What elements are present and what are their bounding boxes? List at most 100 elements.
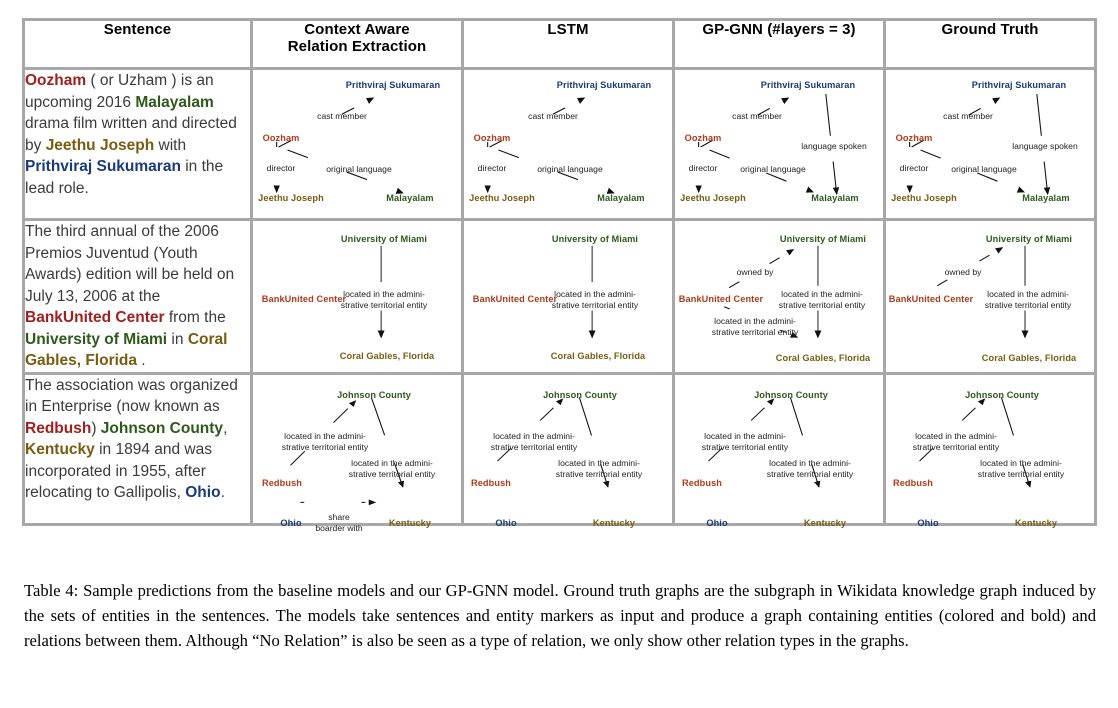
- edge-label-share-boarder-line2: boarder with: [315, 522, 363, 533]
- edge-original-language: [920, 149, 1026, 193]
- graph-cell-groundtruth-2: University of Miami BankUnited Center Co…: [883, 218, 1097, 375]
- node-redbush: Redbush: [261, 477, 303, 488]
- node-kentucky: Kentucky: [388, 517, 432, 528]
- edge-label-located-kentucky-line1: located in the admini-: [980, 457, 1062, 468]
- edge-located-in-redbush: [290, 399, 357, 466]
- sentence-cell: Oozham ( or Uzham ) is an upcoming 2016 …: [22, 67, 253, 221]
- edge-label-original-language: original language: [740, 163, 806, 174]
- sentence-span-green: University of Miami: [25, 330, 168, 348]
- sentence-span-plain: from the: [164, 309, 226, 326]
- node-coral-gables-florida: Coral Gables, Florida: [339, 351, 435, 361]
- graph-lstm-2: University of Miami BankUnited Center Co…: [464, 221, 672, 372]
- node-jeethu-joseph: Jeethu Joseph: [891, 193, 957, 203]
- edge-located-in-redbush: [497, 397, 564, 461]
- edge-label-owned-by: owned by: [944, 266, 982, 277]
- sentence-span-olive: Kentucky: [25, 441, 95, 458]
- column-header-sentence: Sentence: [22, 18, 253, 70]
- node-bankunited-center: BankUnited Center: [261, 294, 347, 304]
- edge-located-in-kentucky: [1000, 396, 1032, 488]
- node-university-of-miami: University of Miami: [985, 234, 1073, 244]
- node-ohio: Ohio: [917, 517, 939, 528]
- node-oozham: Oozham: [895, 133, 933, 143]
- edge-label-language-spoken: language spoken: [1012, 140, 1078, 151]
- node-oozham: Oozham: [473, 133, 511, 143]
- predictions-table: Sentence Context Aware Relation Extracti…: [22, 18, 1097, 532]
- edge-label-located-kentucky-line1: located in the admini-: [769, 457, 851, 468]
- node-bankunited-center: BankUnited Center: [472, 294, 558, 304]
- edge-label-located-redbush-line1: located in the admini-: [915, 430, 997, 441]
- graph-cell-gpgnn-3: Johnson County Redbush Ohio Kentucky loc…: [672, 371, 886, 528]
- edge-label-located-redbush-line1: located in the admini-: [284, 430, 366, 441]
- sentence-text-3: The association was organized in Enterpr…: [25, 375, 250, 504]
- edge-label-original-language: original language: [951, 163, 1017, 174]
- sentence-cell: The third annual of the 2006 Premios Juv…: [22, 218, 253, 375]
- node-prithviraj-sukumaran: Prithviraj Sukumaran: [971, 80, 1067, 90]
- sentence-span-plain: in: [167, 330, 188, 348]
- sentence-span-plain: ,: [223, 419, 228, 437]
- edge-label-located-in-line2: strative territorial entity: [551, 299, 639, 310]
- node-malayalam: Malayalam: [811, 193, 859, 203]
- graph-edges-svg: [695, 93, 840, 196]
- edge-label-cast-member: cast member: [732, 110, 782, 121]
- edge-label-share-boarder-line1: share: [328, 511, 350, 522]
- node-johnson-county: Johnson County: [337, 389, 411, 400]
- sentence-span-olive: Coral Gables: [25, 330, 228, 370]
- edge-located-in-redbush: [919, 397, 986, 461]
- graph-edges-svg: [724, 245, 822, 339]
- sentence-span-olive: ,: [76, 352, 86, 369]
- edge-located-in-kentucky: [370, 396, 405, 488]
- edge-label-located-in-line1: located in the admini-: [343, 288, 425, 299]
- graph-groundtruth-3: Johnson County Redbush Ohio Kentucky loc…: [886, 375, 1094, 528]
- column-header-care: Context Aware Relation Extraction: [250, 18, 464, 70]
- edge-label-located-kentucky-line2: strative territorial entity: [766, 468, 854, 479]
- edge-label-cast-member: cast member: [943, 110, 993, 121]
- edge-original-language: [709, 149, 815, 193]
- edge-label-located-kentucky-line2: strative territorial entity: [348, 468, 436, 479]
- node-university-of-miami: University of Miami: [340, 234, 428, 244]
- graph-cell-gpgnn-2: University of Miami BankUnited Center Co…: [672, 218, 886, 375]
- sentence-span-blue: Ohio: [185, 484, 221, 501]
- edge-language-spoken: [1036, 93, 1051, 196]
- edge-label-located-in-line2: strative territorial entity: [984, 299, 1072, 310]
- column-header-groundtruth: Ground Truth: [883, 18, 1097, 70]
- sentence-span-plain: .: [137, 352, 146, 369]
- graph-cell-groundtruth-3: Johnson County Redbush Ohio Kentucky loc…: [883, 371, 1097, 528]
- edge-label-owned-by: owned by: [736, 266, 774, 277]
- node-jeethu-joseph: Jeethu Joseph: [258, 193, 324, 203]
- graph-cell-care-1: Prithviraj Sukumaran Oozham Jeethu Josep…: [250, 67, 464, 221]
- sentence-span-olive: Florida: [85, 352, 137, 369]
- sentence-span-olive: Jeethu Joseph: [45, 136, 155, 154]
- sentence-span-plain: in 1894 and was incorporated in 1955, af…: [25, 441, 212, 501]
- node-jeethu-joseph: Jeethu Joseph: [680, 193, 746, 203]
- graph-cell-groundtruth-1: Prithviraj Sukumaran Oozham Jeethu Josep…: [883, 67, 1097, 221]
- column-header-lstm: LSTM: [461, 18, 675, 70]
- graph-lstm-3: Johnson County Redbush Ohio Kentucky loc…: [464, 375, 672, 528]
- sentence-span-plain: The association was organized in Enterpr…: [25, 376, 238, 416]
- node-bankunited-center: BankUnited Center: [888, 294, 974, 304]
- node-oozham: Oozham: [262, 133, 300, 143]
- sentence-span-plain: in the lead role.: [25, 158, 224, 197]
- edge-label-located-kentucky-line2: strative territorial entity: [555, 468, 643, 479]
- node-johnson-county: Johnson County: [754, 389, 828, 400]
- edge-located-in-kentucky: [789, 396, 821, 488]
- sentence-span-red: Redbush: [25, 419, 92, 437]
- graph-edges-svg: [936, 245, 1029, 339]
- edge-located-in-kentucky: [578, 396, 610, 488]
- graph-edges-svg: [906, 93, 1051, 196]
- edge-label-located-kentucky-line2: strative territorial entity: [977, 468, 1065, 479]
- node-ohio: Ohio: [706, 517, 728, 528]
- sentence-span-green: Malayalam: [135, 93, 214, 111]
- edge-label-located-redbush-line1: located in the admini-: [493, 430, 575, 441]
- edge-label-director: director: [477, 162, 507, 173]
- graph-lstm-1: Prithviraj Sukumaran Oozham Jeethu Josep…: [464, 70, 672, 218]
- node-coral-gables-florida: Coral Gables, Florida: [981, 353, 1077, 363]
- sentence-span-plain: drama film written and directed by: [25, 115, 237, 154]
- graph-edges-svg: [497, 396, 610, 488]
- node-kentucky: Kentucky: [592, 517, 636, 528]
- node-redbush: Redbush: [681, 477, 723, 488]
- edge-original-language: [498, 149, 615, 194]
- edge-label-original-language: original language: [326, 163, 392, 174]
- node-redbush: Redbush: [892, 477, 934, 488]
- graph-edges-svg: [708, 396, 821, 488]
